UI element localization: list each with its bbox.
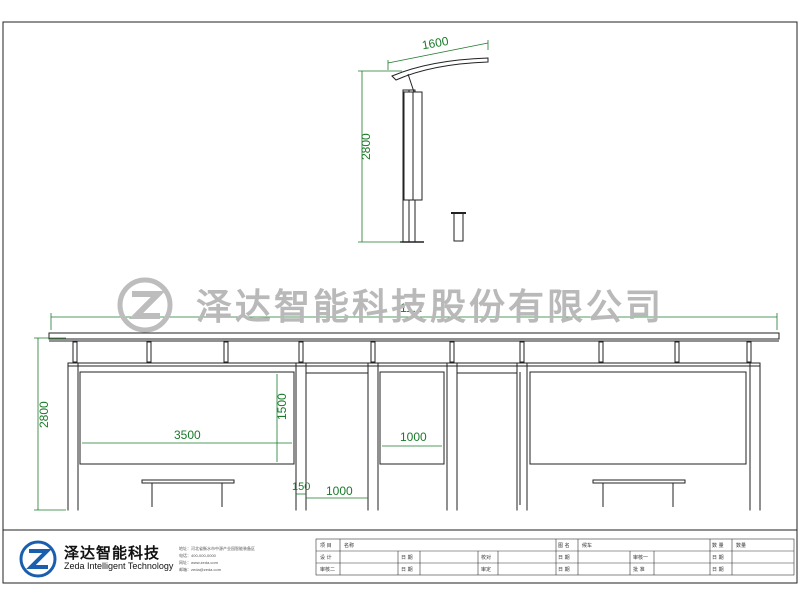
roof-canopy xyxy=(48,332,780,340)
board-right xyxy=(529,371,747,465)
front-view xyxy=(40,332,790,512)
date-label: 日 期 xyxy=(401,555,413,561)
quantity-value: 数量 xyxy=(736,543,747,549)
drawing-name-label: 图 名 xyxy=(558,543,570,549)
side-dimension-lines xyxy=(358,40,489,243)
approve-label: 审定 xyxy=(481,567,492,573)
date-label: 日 期 xyxy=(558,567,570,573)
date-label: 日 期 xyxy=(712,567,724,573)
check2-label: 审核二 xyxy=(320,567,336,573)
date-label: 日 期 xyxy=(558,555,570,561)
side-view xyxy=(391,57,489,243)
company-logo-icon xyxy=(19,540,57,578)
project-label: 项 目 xyxy=(320,543,332,549)
proof-label: 校对 xyxy=(481,555,492,561)
watermark-logo-icon xyxy=(117,277,173,333)
company-name-en: Zeda Intelligent Technology xyxy=(64,561,174,571)
title-block-grid xyxy=(315,538,795,576)
board-small-width-label: 1000 xyxy=(400,430,427,444)
side-width-label: 1600 xyxy=(421,34,450,52)
name-label: 名称 xyxy=(344,543,355,549)
contact-line: 地址：河北省衡水市中源产业园智能装备区 xyxy=(179,546,255,551)
date-label: 日 期 xyxy=(401,567,413,573)
gap-width-label: 1000 xyxy=(326,484,353,498)
watermark-company: 泽达智能科技股份有限公司 xyxy=(196,287,665,328)
bench-right xyxy=(592,479,686,507)
board-small xyxy=(379,371,445,465)
total-length-label: 11... xyxy=(400,301,422,315)
date-label: 日 期 xyxy=(712,555,724,561)
design-label: 设 计 xyxy=(320,555,332,561)
bench-offset-label: 150 xyxy=(292,481,310,493)
bench-left xyxy=(141,479,235,507)
company-name-cn: 泽达智能科技 xyxy=(64,544,161,562)
roof-brackets xyxy=(72,341,752,363)
contact-line: 邮箱：zeda@zeda.com xyxy=(179,567,222,572)
drawing-border xyxy=(2,21,798,584)
contact-line: 电话：400-000-0000 xyxy=(179,553,216,558)
front-height-label: 2800 xyxy=(37,401,51,428)
side-height-label: 2800 xyxy=(359,133,373,160)
drawing-name-value: 候车 xyxy=(582,543,593,549)
contact-line: 网址：www.zeda.com xyxy=(179,560,218,565)
approve2-label: 批 准 xyxy=(633,567,645,573)
board-large-width-label: 3500 xyxy=(174,428,201,442)
front-dimension-lines xyxy=(34,313,778,511)
board-left xyxy=(79,371,295,465)
board-height-label: 1500 xyxy=(275,393,289,420)
review1-label: 审核一 xyxy=(633,555,649,561)
quantity-label: 数 量 xyxy=(712,543,724,549)
